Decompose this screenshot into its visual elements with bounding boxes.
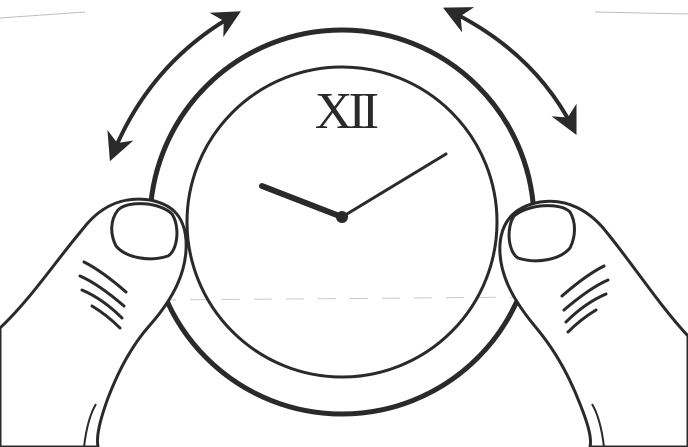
numeral-twelve: XII: [315, 83, 378, 140]
minute-hand: [342, 154, 446, 217]
rotation-arrow-left-icon: [112, 14, 236, 156]
scan-line: [595, 12, 688, 14]
scan-line: [0, 12, 85, 18]
right-finger-icon: [500, 201, 688, 447]
rotation-arrow-right-icon: [448, 10, 574, 130]
hour-hand: [262, 186, 342, 217]
hand-pivot: [336, 211, 348, 223]
